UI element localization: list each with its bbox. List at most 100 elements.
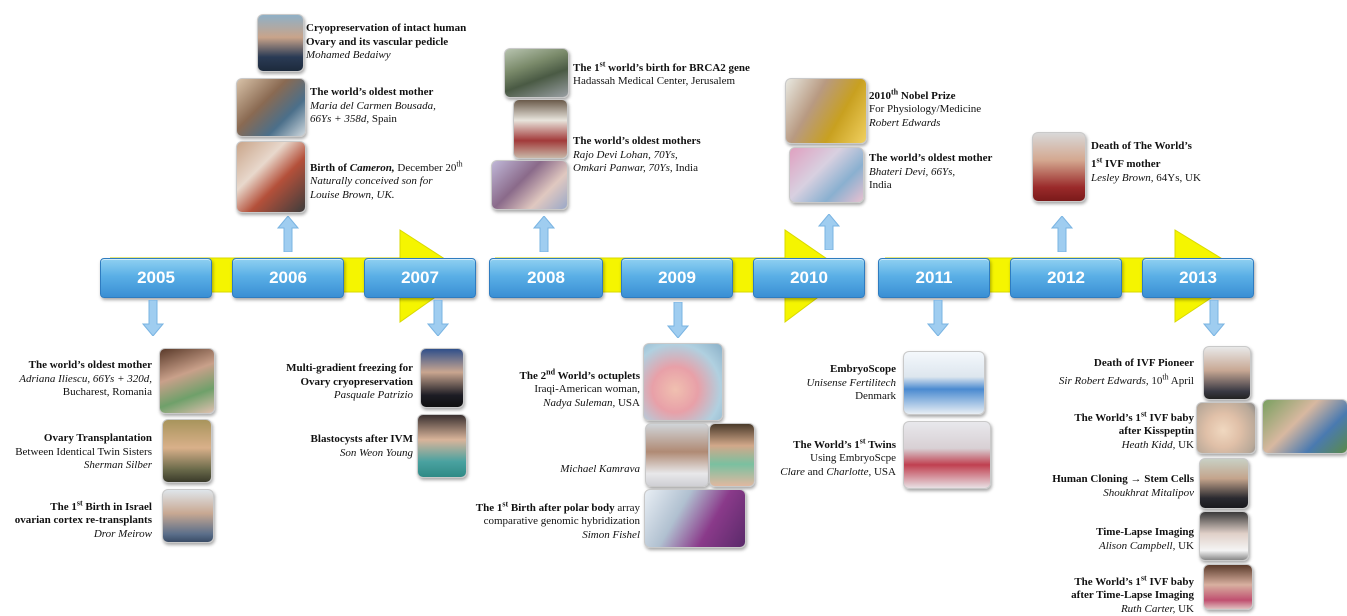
event-title: Ovary and its vascular pedicle — [306, 35, 449, 48]
event-title: Cryopreservation of intact human — [306, 22, 467, 34]
event-title: Blastocysts after IVM — [310, 433, 413, 445]
event-2011-embryoscope: EmbryoScope Unisense Fertilitech Denmark — [806, 363, 896, 404]
event-detail: Iraqi-American woman, — [534, 383, 640, 396]
event-title: Death of IVF Pioneer — [1093, 357, 1194, 369]
event-title: Ovary Transplantation — [43, 432, 152, 444]
event-title: 1 — [1091, 158, 1097, 171]
event-title: IVF mother — [1102, 158, 1161, 171]
event-2009-polar-body-birth: The 1st Birth after polar body array com… — [476, 497, 640, 542]
year-2012: 2012 — [1010, 258, 1122, 298]
event-title: after Time-Lapse Imaging — [1071, 589, 1194, 602]
year-2011: 2011 — [878, 258, 990, 298]
event-person: Michael Kamrava — [560, 463, 640, 475]
event-title: The world’s oldest mothers — [573, 135, 701, 147]
event-title: after Kisspeptin — [1118, 425, 1194, 438]
event-title: December 20 — [394, 161, 457, 174]
event-title: The world’s oldest mother — [310, 86, 434, 98]
event-2013-kisspeptin-baby: The World’s 1st IVF baby after Kisspepti… — [1074, 407, 1194, 452]
photo-meirow — [162, 489, 214, 543]
event-2008-oldest-mothers: The world’s oldest mothers Rajo Devi Loh… — [573, 135, 701, 176]
photo-heath-kidd — [1196, 402, 1256, 454]
connector-down-2009 — [667, 302, 689, 338]
event-detail: For Physiology/Medicine — [869, 103, 982, 116]
event-title: Birth in Israel — [82, 500, 152, 513]
event-detail: Louise Brown, UK. — [310, 188, 395, 201]
photo-edwards-nobel — [785, 78, 867, 144]
photo-alison-campbell — [1199, 511, 1249, 561]
event-detail: Clare — [780, 465, 805, 478]
event-detail: Charlotte, — [826, 465, 872, 478]
connector-down-2013 — [1203, 300, 1225, 336]
connector-up-2010 — [818, 214, 840, 250]
event-title: nd — [546, 367, 556, 376]
event-title: st — [859, 436, 866, 445]
event-person: Simon Fishel — [582, 528, 640, 541]
event-title: Nobel Prize — [898, 89, 956, 102]
event-2007-multi-gradient-freezing: Multi-gradient freezing for Ovary cryopr… — [286, 362, 413, 403]
event-title: st — [599, 59, 606, 68]
event-title: st — [1140, 573, 1147, 582]
event-detail: Rajo Devi Lohan, 70Ys, — [573, 148, 678, 161]
event-detail: Using EmbryoScpe — [810, 452, 896, 465]
event-2013-time-lapse-baby: The World’s 1st IVF baby after Time-Laps… — [1071, 571, 1194, 616]
event-detail: Unisense Fertilitech — [806, 376, 896, 389]
event-2011-first-twins: The World’s 1st Twins Using EmbryoScpe C… — [780, 434, 896, 479]
event-detail: Bhateri Devi, 66Ys, — [869, 165, 956, 178]
event-title: Human Cloning → Stem Cells — [1052, 473, 1194, 485]
event-detail: USA — [871, 465, 896, 478]
event-title: The World’s 1 — [793, 438, 860, 451]
event-title: The world’s oldest mother — [28, 359, 152, 371]
connector-down-2007 — [427, 300, 449, 336]
event-detail: Heath Kidd, — [1121, 438, 1176, 451]
event-title: The World’s 1 — [1074, 575, 1141, 588]
event-detail: Alison Campbell, — [1098, 539, 1176, 552]
event-2005-oldest-mother: The world’s oldest mother Adriana Iliesc… — [19, 359, 152, 400]
photo-twins — [903, 421, 991, 489]
event-2013-death-ivf-pioneer: Death of IVF Pioneer Sir Robert Edwards,… — [1059, 357, 1194, 389]
event-detail: Between Identical Twin Sisters — [15, 445, 152, 458]
event-title: Cameron, — [349, 161, 395, 174]
year-2005: 2005 — [100, 258, 212, 298]
event-person: Robert Edwards — [869, 116, 941, 129]
event-2013-human-cloning: Human Cloning → Stem Cells Shoukhrat Mit… — [1052, 473, 1194, 500]
event-2010-nobel-prize: 2010th Nobel Prize For Physiology/Medici… — [869, 85, 981, 130]
photo-bedaiwy — [257, 14, 304, 72]
event-title: st — [76, 498, 83, 507]
event-person: Pasquale Patrizio — [333, 389, 413, 401]
event-2012-death-lesley-brown: Death of The World’s 1st IVF mother Lesl… — [1091, 140, 1201, 185]
event-person: Shoukhrat Mitalipov — [1103, 486, 1194, 499]
event-2013-time-lapse-imaging: Time-Lapse Imaging Alison Campbell, UK — [1096, 526, 1194, 553]
event-title: IVF baby — [1146, 411, 1194, 424]
event-detail: Bucharest, Romania — [62, 386, 152, 398]
photo-octuplets — [643, 343, 723, 421]
event-detail: UK — [1175, 438, 1194, 451]
event-detail: Denmark — [855, 390, 896, 402]
year-2010: 2010 — [753, 258, 865, 298]
connector-up-2008 — [533, 216, 555, 252]
event-title: The 1 — [573, 61, 600, 74]
event-title: st — [1140, 409, 1147, 418]
photo-silber — [162, 419, 212, 483]
event-detail: Ruth Carter, — [1120, 602, 1176, 615]
event-2006-ovary-cryopreservation: Cryopreservation of intact human Ovary a… — [306, 22, 466, 63]
connector-up-2006 — [277, 216, 299, 252]
photo-fishel — [644, 489, 746, 548]
event-title: EmbryoScope — [830, 363, 896, 375]
event-detail: India — [672, 162, 698, 174]
photo-mitalipov — [1199, 458, 1249, 509]
photo-kamrava — [645, 423, 709, 487]
event-title: 2010 — [869, 89, 891, 102]
event-title: Time-Lapse Imaging — [1096, 526, 1194, 538]
event-title: th — [456, 159, 463, 168]
event-2006-oldest-mother: The world’s oldest mother Maria del Carm… — [310, 86, 436, 127]
event-title: ovarian cortex re-transplants — [14, 514, 152, 527]
photo-embryoscope — [903, 351, 985, 415]
event-title: st — [1096, 155, 1103, 165]
event-detail: India — [869, 179, 892, 191]
event-title: Multi-gradient freezing for — [286, 362, 413, 374]
event-title: Death of The World’s — [1091, 140, 1192, 152]
photo-patrizio — [420, 348, 464, 408]
photo-suleman — [709, 423, 755, 487]
photo-iliescu — [159, 348, 215, 414]
event-detail: UK — [1175, 539, 1194, 552]
